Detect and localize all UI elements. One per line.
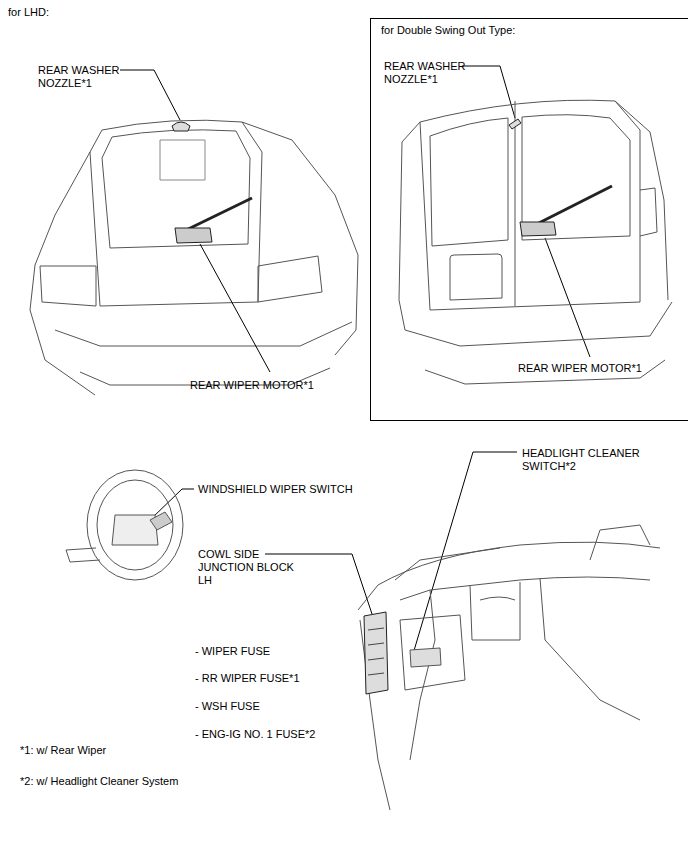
part-label: REAR WIPER MOTOR*1 bbox=[190, 379, 350, 392]
rear-wiper-lhd bbox=[172, 122, 252, 243]
inset-heading: for Double Swing Out Type: bbox=[371, 19, 688, 37]
part-label: REAR WASHER NOZZLE*1 bbox=[384, 60, 476, 86]
page-title: for LHD: bbox=[8, 6, 49, 19]
fuse-item: - WSH FUSE bbox=[195, 700, 355, 713]
instrument-panel bbox=[358, 525, 660, 810]
steering-wheel bbox=[66, 470, 183, 580]
part-label: REAR WIPER MOTOR*1 bbox=[518, 362, 678, 375]
rear-wiper-double-swing bbox=[509, 119, 612, 236]
vehicle-rear-lhd bbox=[30, 120, 358, 395]
part-label: COWL SIDE JUNCTION BLOCK LH bbox=[198, 548, 298, 587]
fuse-item: - ENG-IG NO. 1 FUSE*2 bbox=[195, 728, 355, 741]
fuse-item: - RR WIPER FUSE*1 bbox=[195, 672, 355, 685]
part-label: HEADLIGHT CLEANER SWITCH*2 bbox=[522, 447, 650, 473]
footnote: *1: w/ Rear Wiper bbox=[20, 744, 220, 757]
junction-block bbox=[364, 612, 388, 694]
vehicle-rear-double-swing bbox=[399, 100, 672, 384]
footnote: *2: w/ Headlight Cleaner System bbox=[20, 775, 240, 788]
fuse-item: - WIPER FUSE bbox=[195, 645, 355, 658]
part-label: WINDSHIELD WIPER SWITCH bbox=[198, 483, 398, 496]
leader-line bbox=[120, 66, 590, 654]
part-label: REAR WASHER NOZZLE*1 bbox=[38, 64, 130, 90]
